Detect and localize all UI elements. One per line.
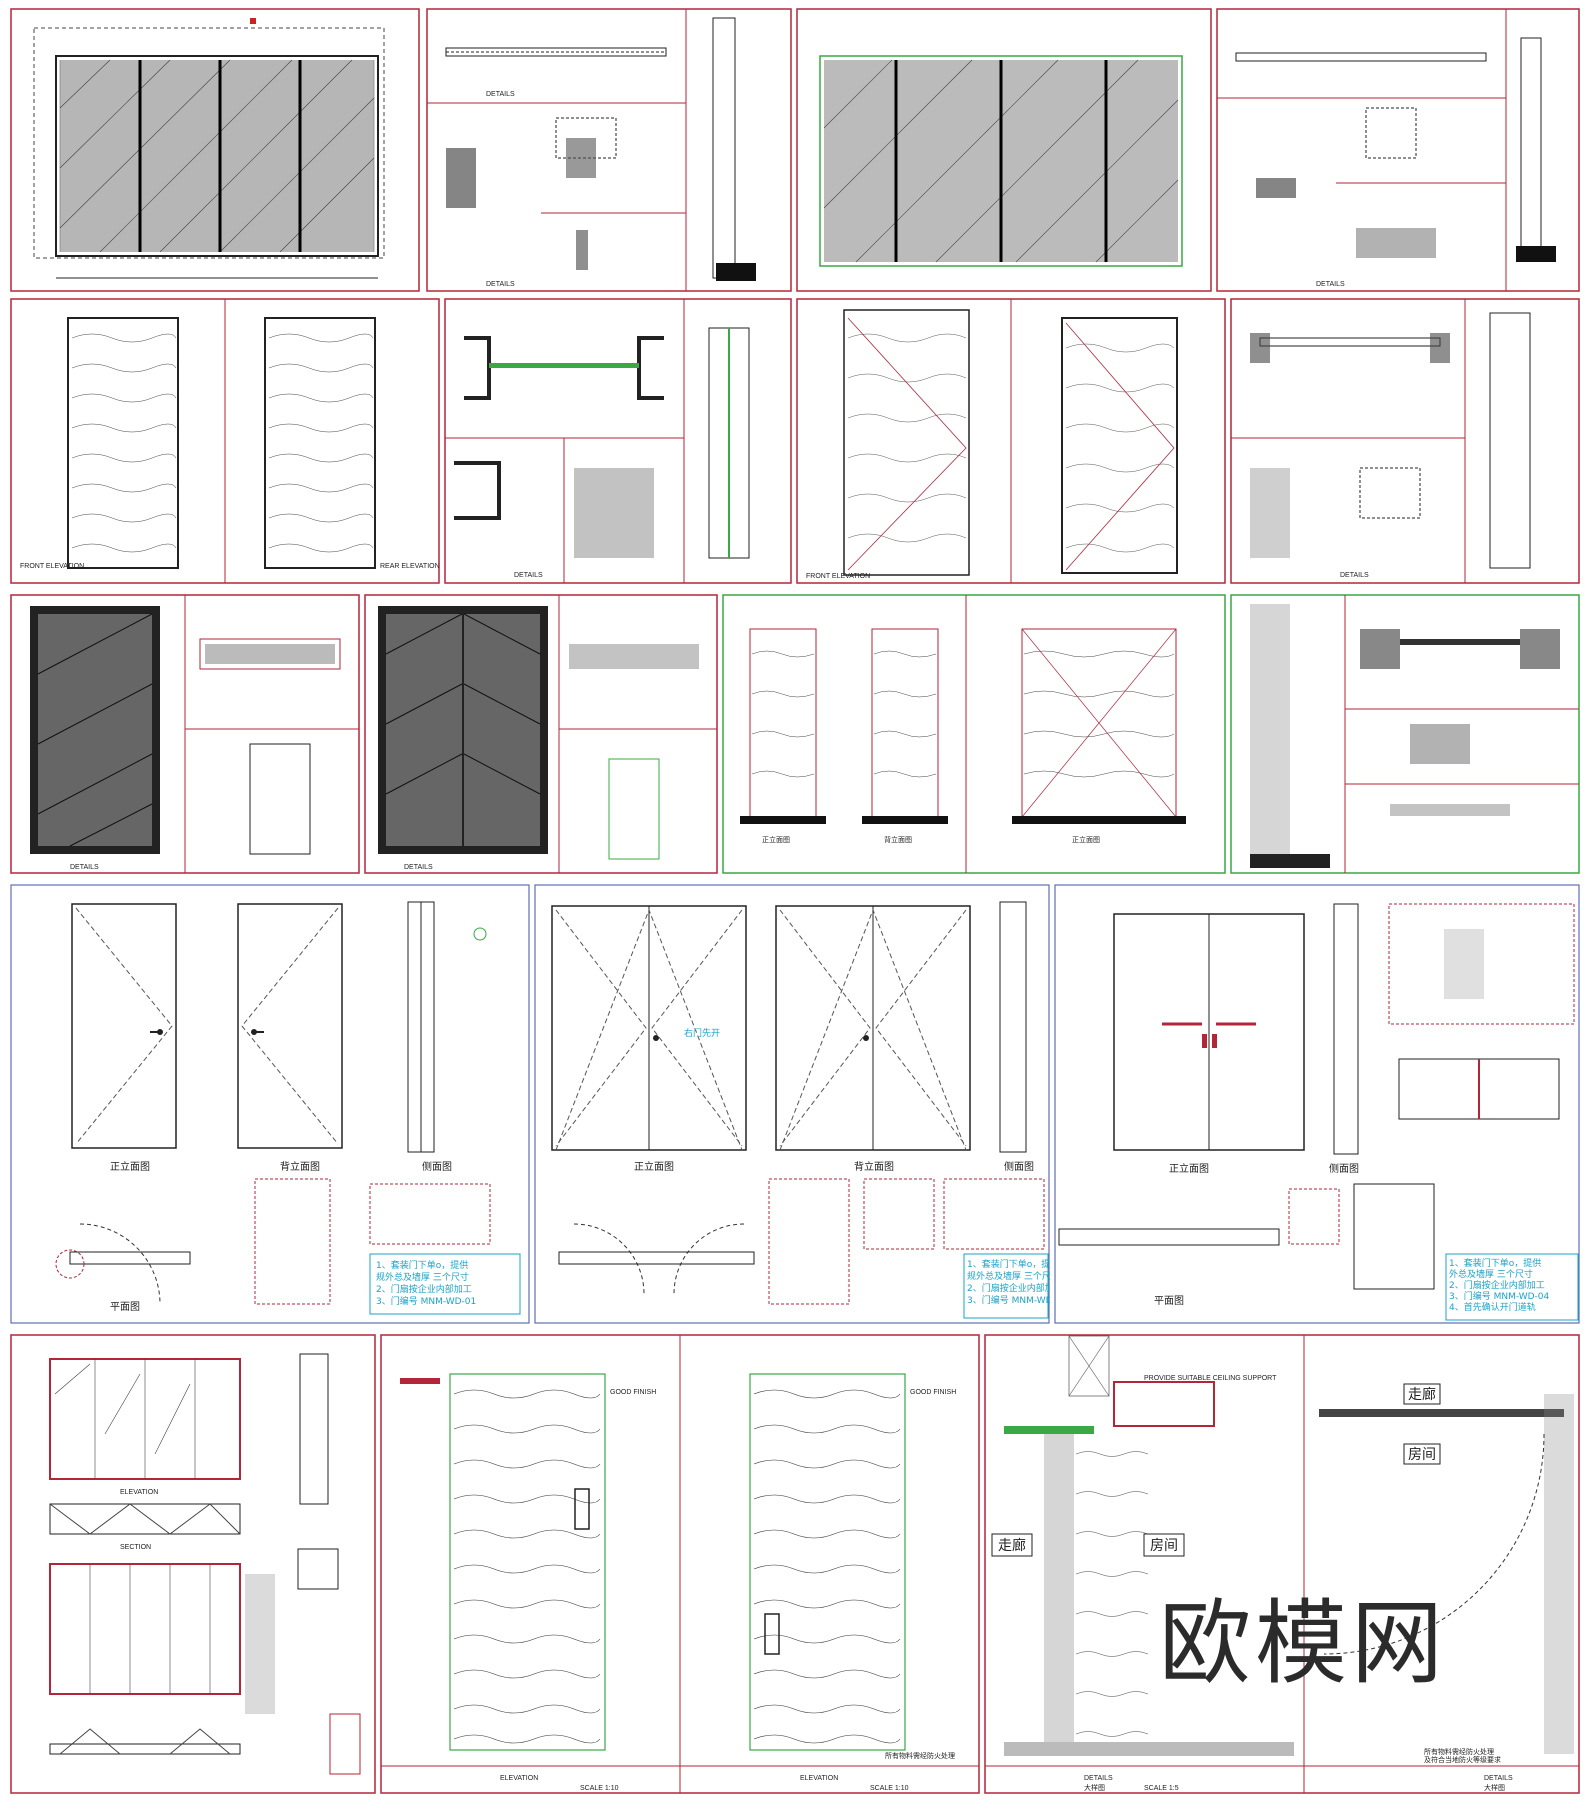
drawing-flush-door-single: 正立面图 背立面图 侧面图 1、套装门下单o，提供 规外总及墙厚 三个尺寸 2、… (10, 884, 530, 1324)
rear-elevation-caption: REAR ELEVATION (380, 563, 440, 570)
sheet-wood-door-elevation-large: GOOD FINISH GOOD FINISH ELEVATION SCALE … (380, 1334, 980, 1794)
front-view-caption: 正立面图 (762, 835, 790, 844)
back-view-caption: 背立面图 (884, 835, 912, 844)
sheet-glass-door-elevation-2 (796, 8, 1212, 292)
drawing-glass-door-2 (796, 8, 1212, 292)
drawing-dark-door-2: DETAILS (364, 594, 718, 874)
scale-caption: SCALE 1:10 (580, 1785, 619, 1792)
note-line-1: 1、套装门下单o，提供 (1449, 1257, 1541, 1269)
note-line-4: 3、门编号 MNM-WD-02 (967, 1294, 1050, 1306)
plan-view-label: 平面图 (1154, 1295, 1184, 1307)
corridor-label: 走廊 (1408, 1386, 1436, 1403)
elevation-caption: ELEVATION (120, 1489, 158, 1496)
drawing-glass-door-details-1: DETAILS DETAILS (426, 8, 792, 292)
sheet-flush-door-double: 右门先开 正立面图 背立面图 侧面图 1、套装门下单o，提供 规外总及墙厚 三个… (534, 884, 1050, 1324)
details-caption: DETAILS (1084, 1775, 1113, 1782)
sheet-wood-pattern-doors: 正立面图 背立面图 正立面图 (722, 594, 1226, 874)
note-line-4: 3、门编号 MNM-WD-01 (376, 1295, 476, 1307)
plan-view-label: 平面图 (110, 1301, 140, 1313)
details-caption: DETAILS (1484, 1775, 1513, 1782)
drawing-glass-door-1 (10, 8, 420, 292)
scale-caption: SCALE 1:10 (870, 1785, 909, 1792)
room-label: 房间 (1150, 1538, 1178, 1554)
details-caption: DETAILS (404, 864, 433, 871)
drawing-door-section-details: PROVIDE SUITABLE CEILING SUPPORT 走廊 房间 走… (984, 1334, 1580, 1794)
sheet-flush-door-single: 正立面图 背立面图 侧面图 1、套装门下单o，提供 规外总及墙厚 三个尺寸 2、… (10, 884, 530, 1324)
section-caption: SECTION (120, 1544, 151, 1551)
sheet-dark-door-2: DETAILS (364, 594, 718, 874)
details-caption: DETAILS (1316, 281, 1345, 288)
front-view-caption: 正立面图 (1072, 835, 1100, 844)
note-line-3: 2、门扇按企业内部加工 (376, 1283, 472, 1295)
drawing-folding-door-details: ELEVATION SECTION (10, 1334, 376, 1794)
good-finish-note: GOOD FINISH (610, 1389, 656, 1396)
sheet-folding-door-details: ELEVATION SECTION (10, 1334, 376, 1794)
note-line-4: 3、门编号 MNM-WD-04 (1449, 1290, 1550, 1302)
sheet-glass-door-details-1: DETAILS DETAILS (426, 8, 792, 292)
drawing-flush-door-double: 右门先开 正立面图 背立面图 侧面图 1、套装门下单o，提供 规外总及墙厚 三个… (534, 884, 1050, 1324)
front-view-label: 正立面图 (110, 1160, 150, 1173)
details-caption: DETAILS (486, 281, 515, 288)
drawing-dark-door-1: DETAILS (10, 594, 360, 874)
room-label: 房间 (1408, 1447, 1436, 1463)
note-line-2: 规外总及墙厚 三个尺寸 (376, 1271, 469, 1283)
drawing-wood-pattern-doors: 正立面图 背立面图 正立面图 (722, 594, 1226, 874)
fire-note-1: 所有物料需经防火处理 (885, 1751, 955, 1760)
large-sample-caption: 大样图 (1484, 1783, 1505, 1792)
back-view-label: 背立面图 (280, 1160, 320, 1173)
front-view-label: 正立面图 (634, 1160, 674, 1173)
drawing-wall-section-details (1230, 594, 1580, 874)
note-line-2: 外总及墙厚 三个尺寸 (1449, 1268, 1533, 1280)
good-finish-note: GOOD FINISH (910, 1389, 956, 1396)
side-view-label: 侧面图 (1329, 1162, 1359, 1175)
details-caption: DETAILS (1340, 572, 1369, 579)
drawing-wood-door-1: FRONT ELEVATION REAR ELEVATION (10, 298, 440, 584)
note-line-5: 4、首先确认开门道轨 (1449, 1301, 1536, 1313)
open-first-note: 右门先开 (684, 1027, 720, 1039)
front-elevation-caption: FRONT ELEVATION (806, 573, 870, 580)
details-caption: DETAILS (70, 864, 99, 871)
sheet-glass-door-elevation-1 (10, 8, 420, 292)
note-line-3: 2、门扇按企业内部加工 (1449, 1279, 1545, 1291)
sheet-wall-section-details (1230, 594, 1580, 874)
watermark-logo: 欧模网 (1159, 1590, 1448, 1697)
front-view-label: 正立面图 (1169, 1162, 1209, 1175)
drawing-wood-door-details-1: DETAILS (444, 298, 792, 584)
sheet-wood-door-details-1: DETAILS (444, 298, 792, 584)
details-caption: DETAILS (486, 91, 515, 98)
back-view-label: 背立面图 (854, 1160, 894, 1173)
note-line-1: 1、套装门下单o，提供 (376, 1259, 468, 1271)
note-line-1: 1、套装门下单o，提供 (967, 1258, 1050, 1270)
side-view-label: 侧面图 (422, 1160, 452, 1173)
sheet-wood-door-details-2: DETAILS (1230, 298, 1580, 584)
ceiling-support-note: PROVIDE SUITABLE CEILING SUPPORT (1144, 1375, 1277, 1382)
sheet-door-section-details: PROVIDE SUITABLE CEILING SUPPORT 走廊 房间 走… (984, 1334, 1580, 1794)
fire-note-1: 所有物料需经防火处理 (1424, 1747, 1494, 1756)
drawing-glass-door-details-2: DETAILS (1216, 8, 1580, 292)
elevation-caption: ELEVATION (500, 1775, 538, 1782)
corridor-label: 走廊 (998, 1537, 1026, 1554)
sheet-dark-door-1: DETAILS (10, 594, 360, 874)
drawing-wood-door-details-2: DETAILS (1230, 298, 1580, 584)
sheet-glass-door-details-2: DETAILS (1216, 8, 1580, 292)
large-sample-caption: 大样图 (1084, 1783, 1105, 1792)
sheet-wood-door-elevations-1: FRONT ELEVATION REAR ELEVATION (10, 298, 440, 584)
note-line-2: 规外总及墙厚 三个尺寸 (967, 1270, 1050, 1282)
note-line-3: 2、门扇按企业内部加工 (967, 1282, 1050, 1294)
fire-note-2: 及符合当地防火等级要求 (1424, 1755, 1501, 1764)
scale-caption: SCALE 1:5 (1144, 1785, 1179, 1792)
side-view-label: 侧面图 (1004, 1160, 1034, 1173)
drawing-double-door-pulls: 正立面图 侧面图 1、套装门下单o，提供 外总及墙厚 三个尺寸 2、门扇按企业内… (1054, 884, 1580, 1324)
elevation-caption: ELEVATION (800, 1775, 838, 1782)
sheet-double-door-pulls: 正立面图 侧面图 1、套装门下单o，提供 外总及墙厚 三个尺寸 2、门扇按企业内… (1054, 884, 1580, 1324)
sheet-wood-door-elevations-2: FRONT ELEVATION (796, 298, 1226, 584)
drawing-wood-door-elevation-large: GOOD FINISH GOOD FINISH ELEVATION SCALE … (380, 1334, 980, 1794)
front-elevation-caption: FRONT ELEVATION (20, 563, 84, 570)
drawing-wood-door-2: FRONT ELEVATION (796, 298, 1226, 584)
details-caption: DETAILS (514, 572, 543, 579)
